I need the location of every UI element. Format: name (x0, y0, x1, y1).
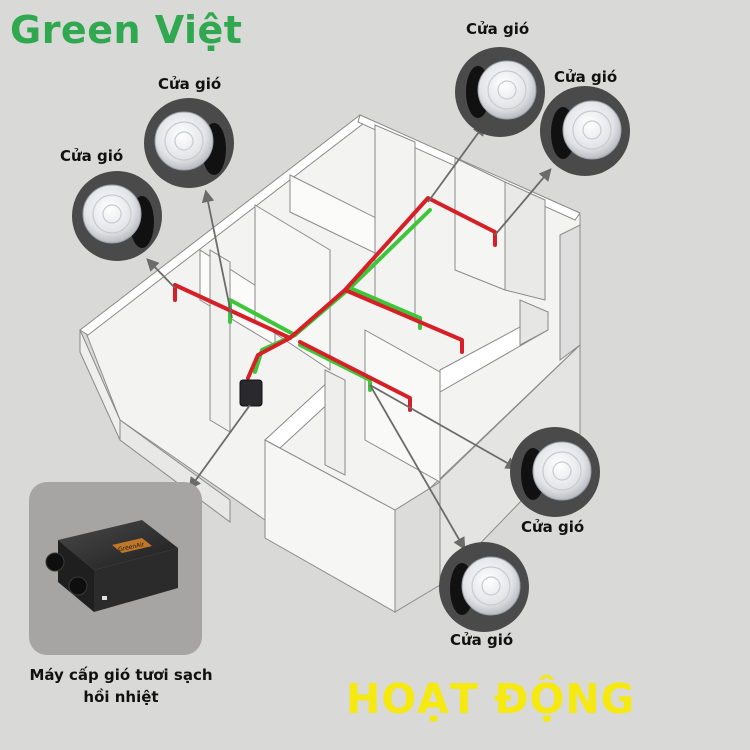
diffuser-label-5: Cửa gió (521, 518, 585, 536)
partition-8 (364, 329, 441, 483)
leader-lines (146, 122, 552, 551)
partition-10 (324, 369, 346, 476)
leader-diffuser-6 (369, 384, 466, 551)
duct-network (173, 196, 497, 412)
supply-duct-branch-left (173, 283, 292, 340)
leader-diffuser-2 (201, 189, 233, 319)
diffuser-photo-1 (72, 171, 162, 261)
unit-caption-line-2: hồi nhiệt (83, 688, 159, 706)
diffuser-label-3: Cửa gió (466, 20, 530, 38)
diffuser-label-2: Cửa gió (158, 75, 222, 93)
unit-caption-line-1: Máy cấp gió tươi sạch (29, 666, 213, 684)
diffuser-photo-2 (144, 98, 234, 188)
diffuser-photo-6 (439, 542, 529, 632)
return-duct-branch-left (228, 298, 297, 337)
diffuser-label-4: Cửa gió (554, 68, 618, 86)
partition-13 (559, 224, 581, 361)
diffuser-photo-5 (510, 427, 600, 517)
unit-caption: Máy cấp gió tươi sạch hồi nhiệt (10, 664, 232, 708)
diffuser-label-6: Cửa gió (450, 631, 514, 649)
leader-diffuser-4 (494, 168, 552, 236)
status-text: HOẠT ĐỘNG (346, 675, 636, 723)
partition-2 (209, 249, 231, 433)
diffuser-photo-3 (455, 47, 545, 137)
supply-duct-branch-front (298, 340, 412, 412)
brand-logo-text: Green Việt (10, 8, 243, 52)
unit-photo: GreenAir (29, 482, 202, 655)
leader-diffuser-5 (369, 384, 519, 470)
outer-wall-front-left (119, 419, 231, 523)
supply-duct-branch-right (343, 288, 464, 354)
partition-12 (519, 299, 549, 346)
ventilation-unit-small (239, 379, 263, 407)
diffuser-label-1: Cửa gió (60, 147, 124, 165)
leader-unit (188, 404, 251, 491)
return-duct-branch-mid (348, 286, 422, 330)
diffuser-photo-4 (540, 86, 630, 176)
leader-diffuser-1 (146, 258, 176, 289)
leader-diffuser-3 (427, 122, 486, 203)
